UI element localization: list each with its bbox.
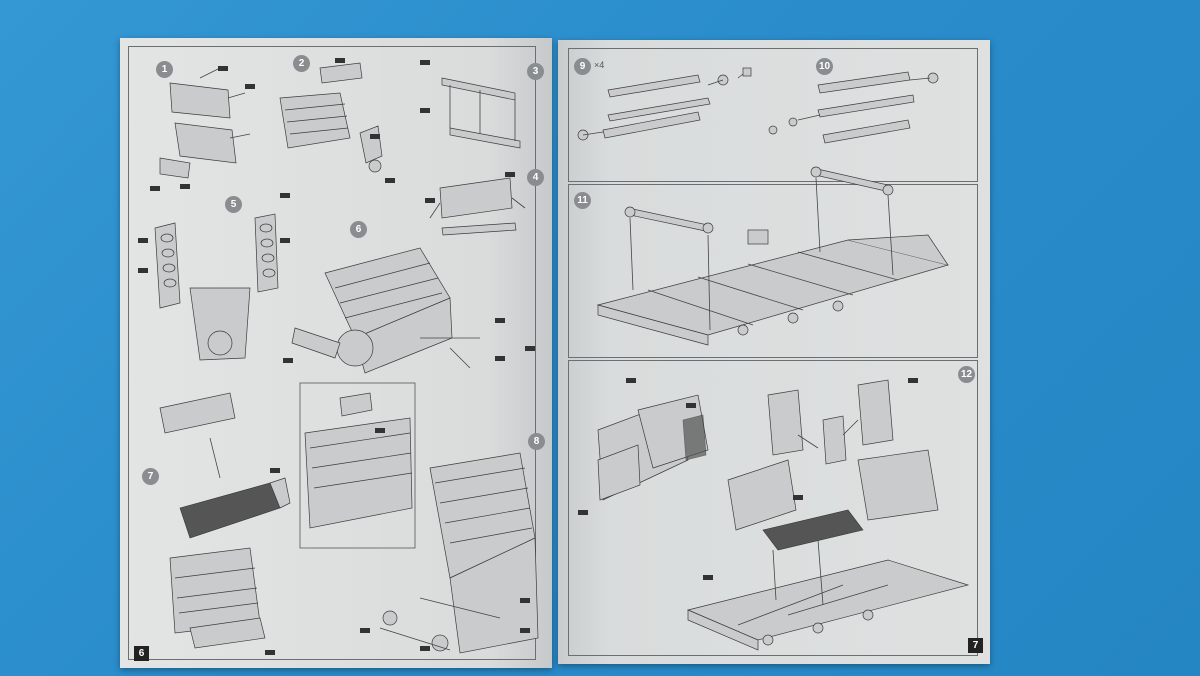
detail-inset-frame [299,382,416,549]
detail-inset-drawing [304,392,413,529]
step3-rail-drawing [420,60,521,149]
page-number-right: 7 [968,638,983,653]
step2-engine-drawing [279,58,395,183]
left-page-frame [128,46,536,660]
left-page: 1 2 3 4 5 6 7 8 6 [120,38,552,668]
step12-frame [568,360,978,656]
step1-engine-block-drawing [150,66,255,191]
step-circle-2: 2 [293,55,310,72]
step-circle-12: 12 [958,366,975,383]
left-page-drawings [138,58,539,655]
step-circle-11: 11 [574,192,591,209]
step-circle-10: 10 [816,58,833,75]
step7-engine-result-drawing [169,547,275,655]
right-page: 9 ×4 10 11 12 7 [558,40,990,664]
step-circle-1: 1 [156,61,173,78]
step-circle-7: 7 [142,468,159,485]
step8-engine-drawing [360,452,539,654]
step10-suspension-drawing [768,71,939,144]
step6-engine-drawing [283,247,535,374]
step-circle-3: 3 [527,63,544,80]
step-circle-8: 8 [528,433,545,450]
right-top-frame [568,48,978,182]
instruction-booklet: 1 2 3 4 5 6 7 8 6 [112,30,992,670]
step11-hull-floor-drawing [596,166,950,346]
step12-assembly-drawing [578,378,970,651]
step-circle-6: 6 [350,221,367,238]
step-circle-5: 5 [225,196,242,213]
step9-multiplier: ×4 [594,60,605,70]
step7-plate-drawing [159,392,291,539]
right-page-drawings [577,67,970,651]
step5-v-engine-drawing [138,193,290,361]
page-number-left: 6 [134,646,149,661]
step11-frame [568,184,978,358]
step9-suspension-drawing [577,67,752,141]
step4-frame-drawing [425,172,526,236]
step-circle-4: 4 [527,169,544,186]
step-circle-9: 9 [574,58,591,75]
